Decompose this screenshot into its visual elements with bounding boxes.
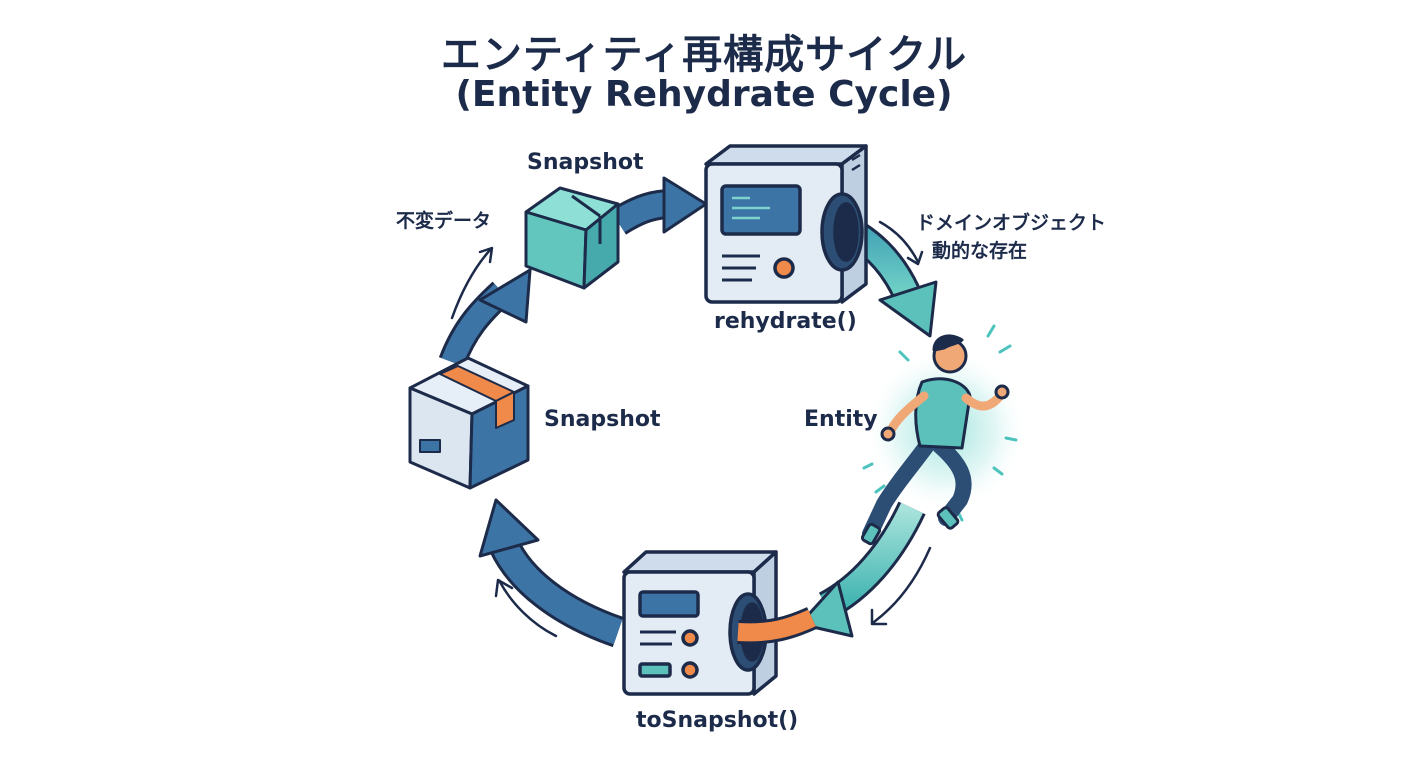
note-domain-object: ドメインオブジェクト [916, 212, 1107, 234]
label-rehydrate: rehydrate() [714, 309, 857, 334]
machine-icon [704, 144, 868, 304]
thin-arrow-left-up [450, 248, 492, 320]
note-dynamic-existence: 動的な存在 [932, 240, 1028, 262]
label-tosnapshot: toSnapshot() [636, 708, 799, 733]
sealed-box-icon [408, 356, 530, 490]
thin-arrow-bottom-left [498, 580, 558, 638]
thin-arrow-right-down [878, 220, 920, 264]
title-english: (Entity Rehydrate Cycle) [455, 74, 953, 115]
note-immutable-data: 不変データ [396, 210, 492, 232]
label-snapshot-top: Snapshot [527, 150, 644, 175]
label-entity: Entity [804, 407, 878, 432]
arrowhead-up-left [478, 498, 540, 558]
open-box-icon [524, 186, 620, 290]
title-japanese: エンティティ再構成サイクル [440, 32, 968, 78]
machine-icon [622, 550, 778, 696]
label-snapshot-left: Snapshot [544, 407, 661, 432]
running-person-icon [860, 334, 1010, 546]
arrowhead-down-right [878, 280, 938, 338]
arrowhead-up [478, 268, 532, 324]
arrowhead-right [662, 176, 708, 234]
thin-arrow-bottom-right [872, 546, 932, 624]
